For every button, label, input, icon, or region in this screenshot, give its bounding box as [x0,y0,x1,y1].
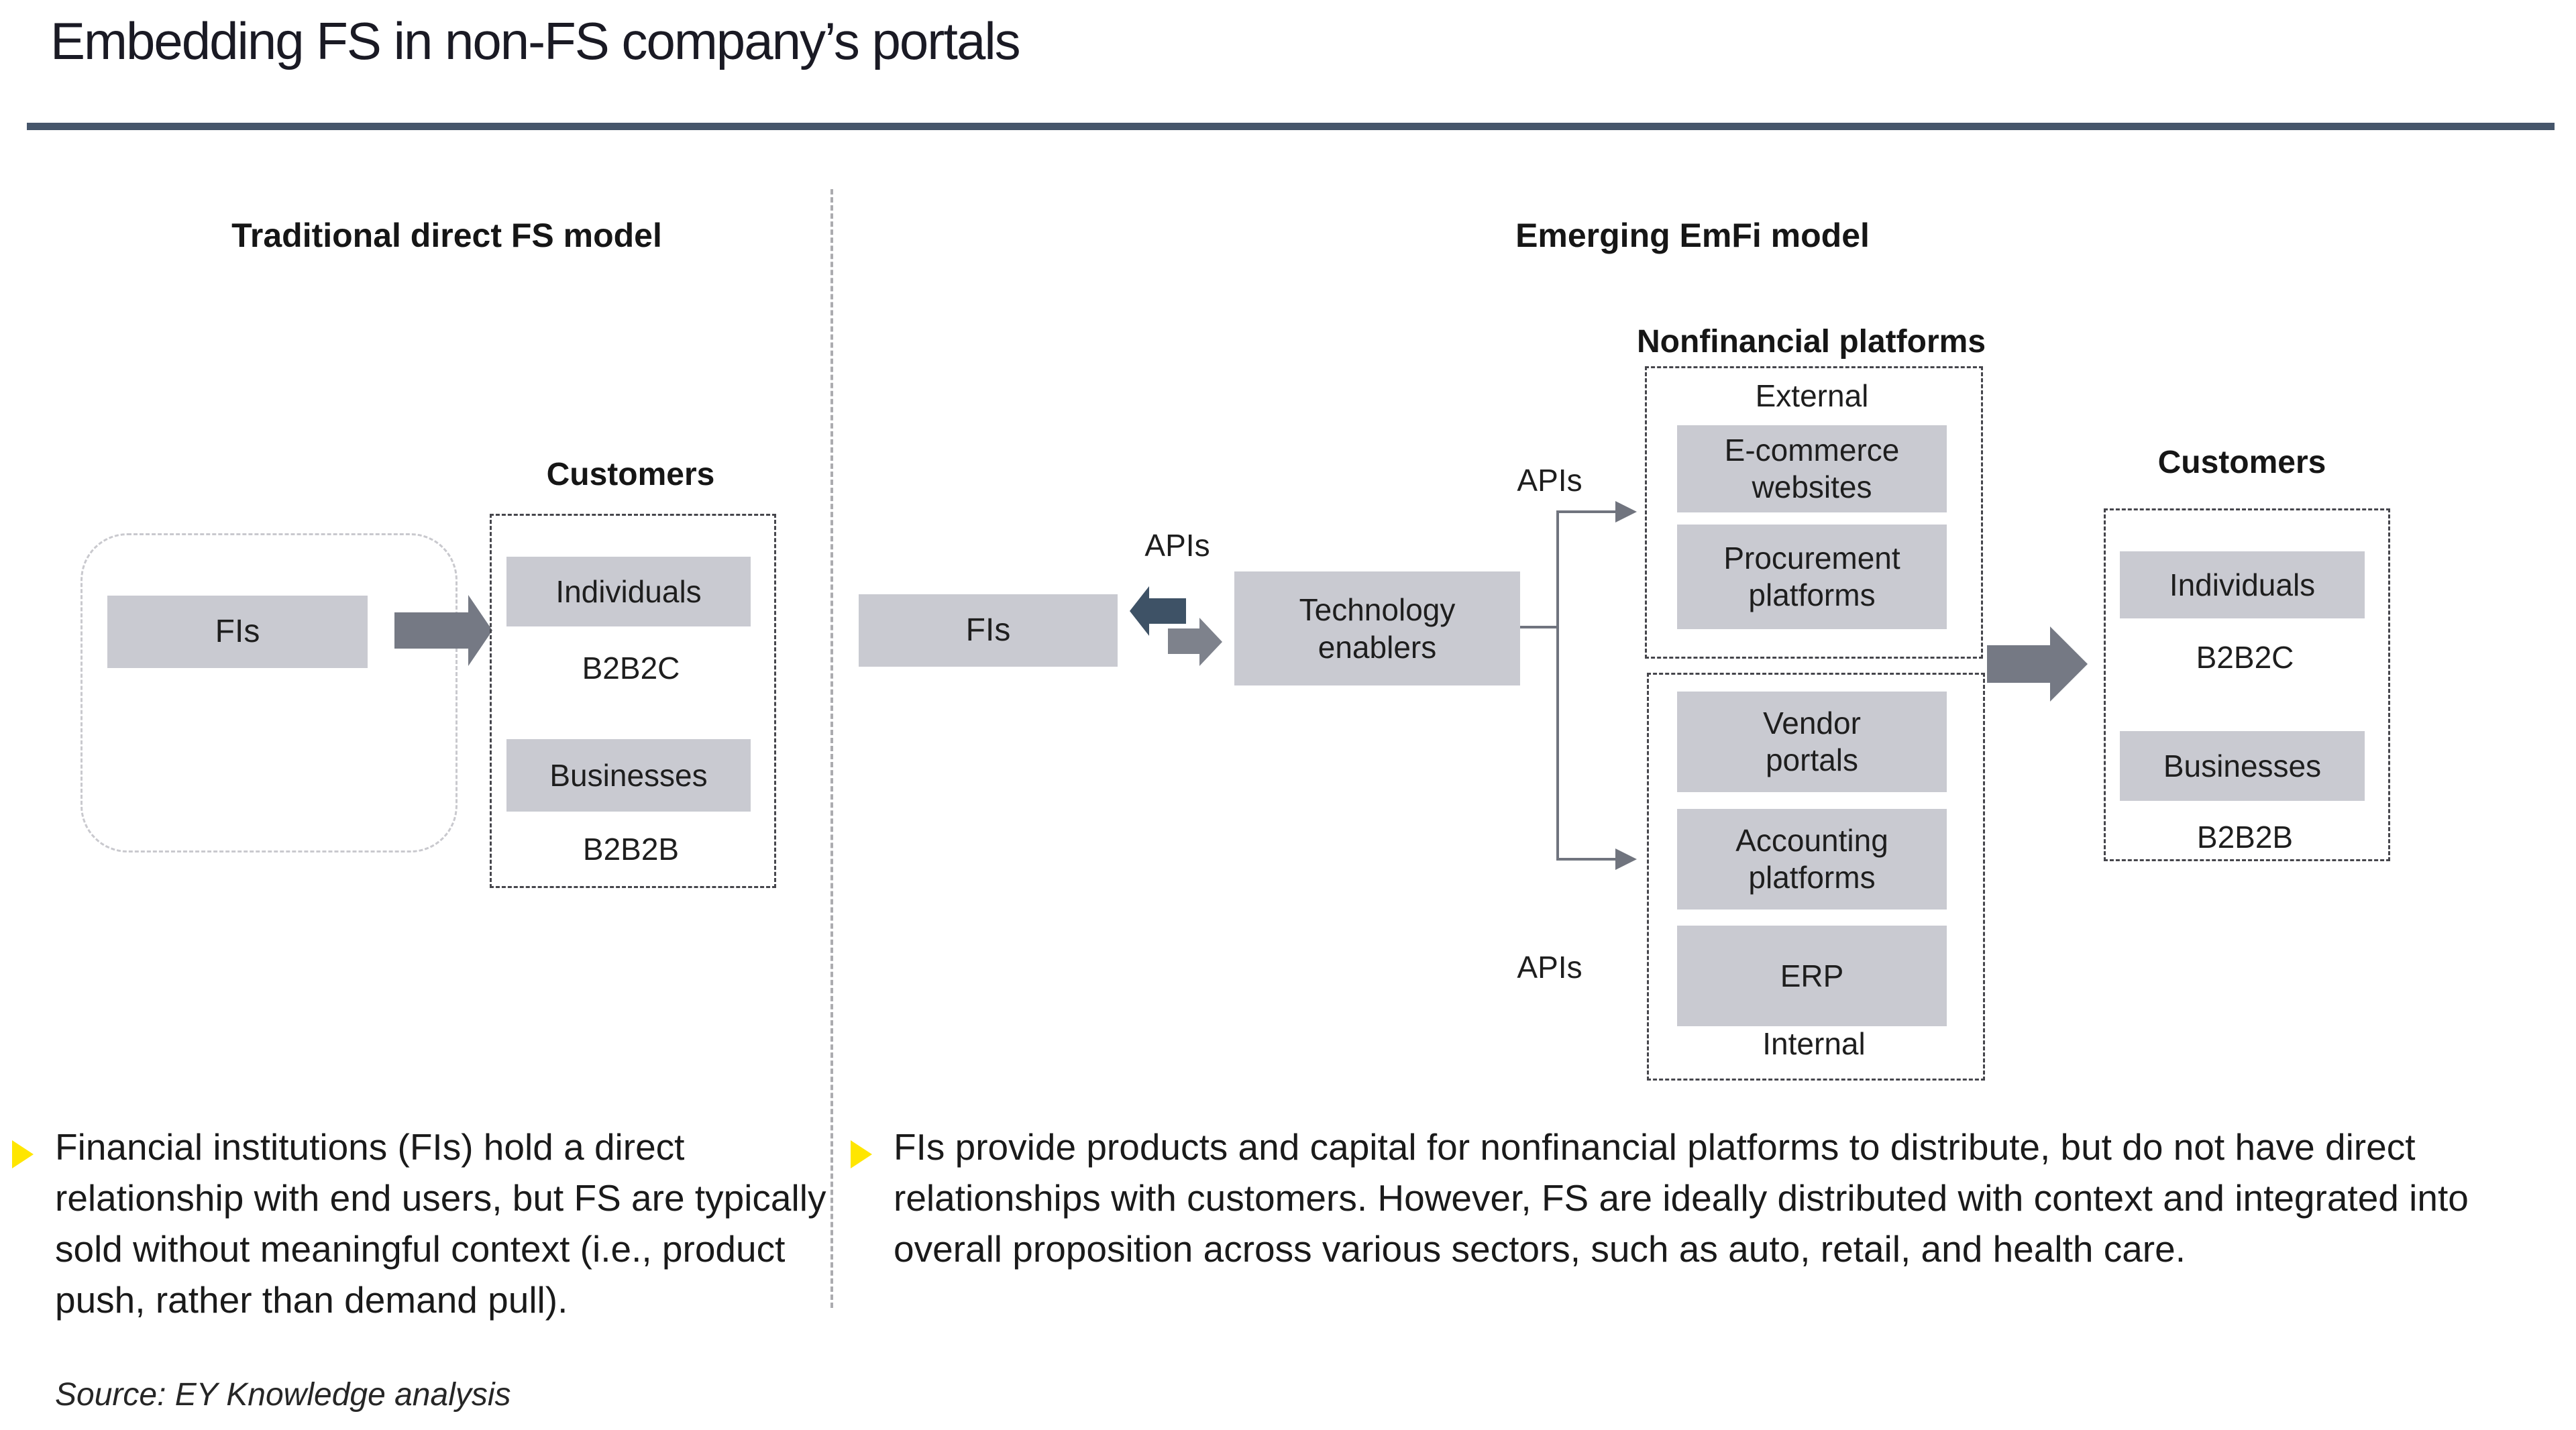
accounting-platforms-label: Accounting platforms [1735,823,1888,895]
internal-label: Internal [1762,1026,1866,1061]
connector-upper [1558,510,1617,513]
erp-label: ERP [1780,958,1844,993]
connector-junction [1520,626,1558,628]
left-individuals-label: Individuals [555,574,702,609]
procurement-label: Procurement platforms [1723,541,1900,612]
nonfinancial-heading: Nonfinancial platforms [1636,324,1986,360]
ecommerce-box: E-commerce websites [1677,425,1947,512]
procurement-box: Procurement platforms [1677,525,1947,629]
arrow-left-dark-body [1148,598,1186,624]
accounting-platforms-box: Accounting platforms [1677,809,1947,910]
platforms-to-customers-arrow [1987,645,2051,683]
external-group-box [1645,366,1983,659]
internal-group-box [1647,673,1985,1081]
arrow-left-dark-head-icon [1130,586,1149,636]
connector-lower [1558,858,1617,861]
left-b2b2c-label: B2B2C [582,651,680,685]
ecommerce-label: E-commerce websites [1724,433,1900,504]
left-fis-container [80,533,458,852]
left-individuals-box: Individuals [506,557,751,626]
tech-enablers-box: Technology enablers [1234,571,1520,685]
vendor-portals-box: Vendor portals [1677,692,1947,792]
apis-label-external: APIs [1517,463,1582,498]
left-bullet-text: Financial institutions (FIs) hold a dire… [55,1126,826,1321]
apis-label-fis: APIs [1144,528,1210,563]
left-businesses-label: Businesses [549,758,708,793]
connector-lower-arrowhead-icon [1615,848,1637,870]
erp-box: ERP [1677,926,1947,1026]
right-panel-heading: Emerging EmFi model [1515,217,1870,254]
panel-divider [830,189,833,1308]
left-fis-label: FIs [215,614,260,649]
source-note: Source: EY Knowledge analysis [55,1377,511,1413]
vendor-portals-label: Vendor portals [1763,706,1861,777]
page-title: Embedding FS in non-FS company’s portals [50,11,1021,70]
apis-label-internal: APIs [1517,950,1582,985]
left-fis-to-customers-arrowhead-icon [468,595,492,666]
right-individuals-box: Individuals [2120,551,2365,618]
left-customers-group-box [490,514,776,888]
connector-upper-arrowhead-icon [1615,501,1637,522]
arrow-right-gray-head-icon [1199,618,1222,666]
right-fis-box: FIs [859,594,1118,667]
right-bullet-icon [851,1140,872,1168]
left-fis-to-customers-arrow [394,612,470,649]
right-customers-group-box [2104,508,2390,861]
connector-trunk [1556,510,1559,861]
left-b2b2b-label: B2B2B [582,832,680,867]
right-businesses-label: Businesses [2163,749,2322,783]
left-businesses-box: Businesses [506,739,751,812]
external-label: External [1755,378,1869,413]
left-customers-heading: Customers [546,457,715,492]
arrow-right-gray-body [1168,628,1200,654]
right-bullet-text: FIs provide products and capital for non… [894,1126,2469,1270]
left-fis-box: FIs [107,596,368,668]
right-fis-label: FIs [965,612,1011,648]
platforms-to-customers-arrowhead-icon [2050,626,2088,702]
right-b2b2c-label: B2B2C [2196,640,2294,675]
right-customers-heading: Customers [2157,445,2326,480]
left-panel-heading: Traditional direct FS model [231,217,662,254]
tech-enablers-label: Technology enablers [1299,592,1456,665]
left-bullet-icon [12,1140,34,1168]
right-b2b2b-label: B2B2B [2196,820,2294,855]
right-individuals-label: Individuals [2169,567,2316,602]
right-businesses-box: Businesses [2120,731,2365,801]
title-rule [27,123,2555,130]
